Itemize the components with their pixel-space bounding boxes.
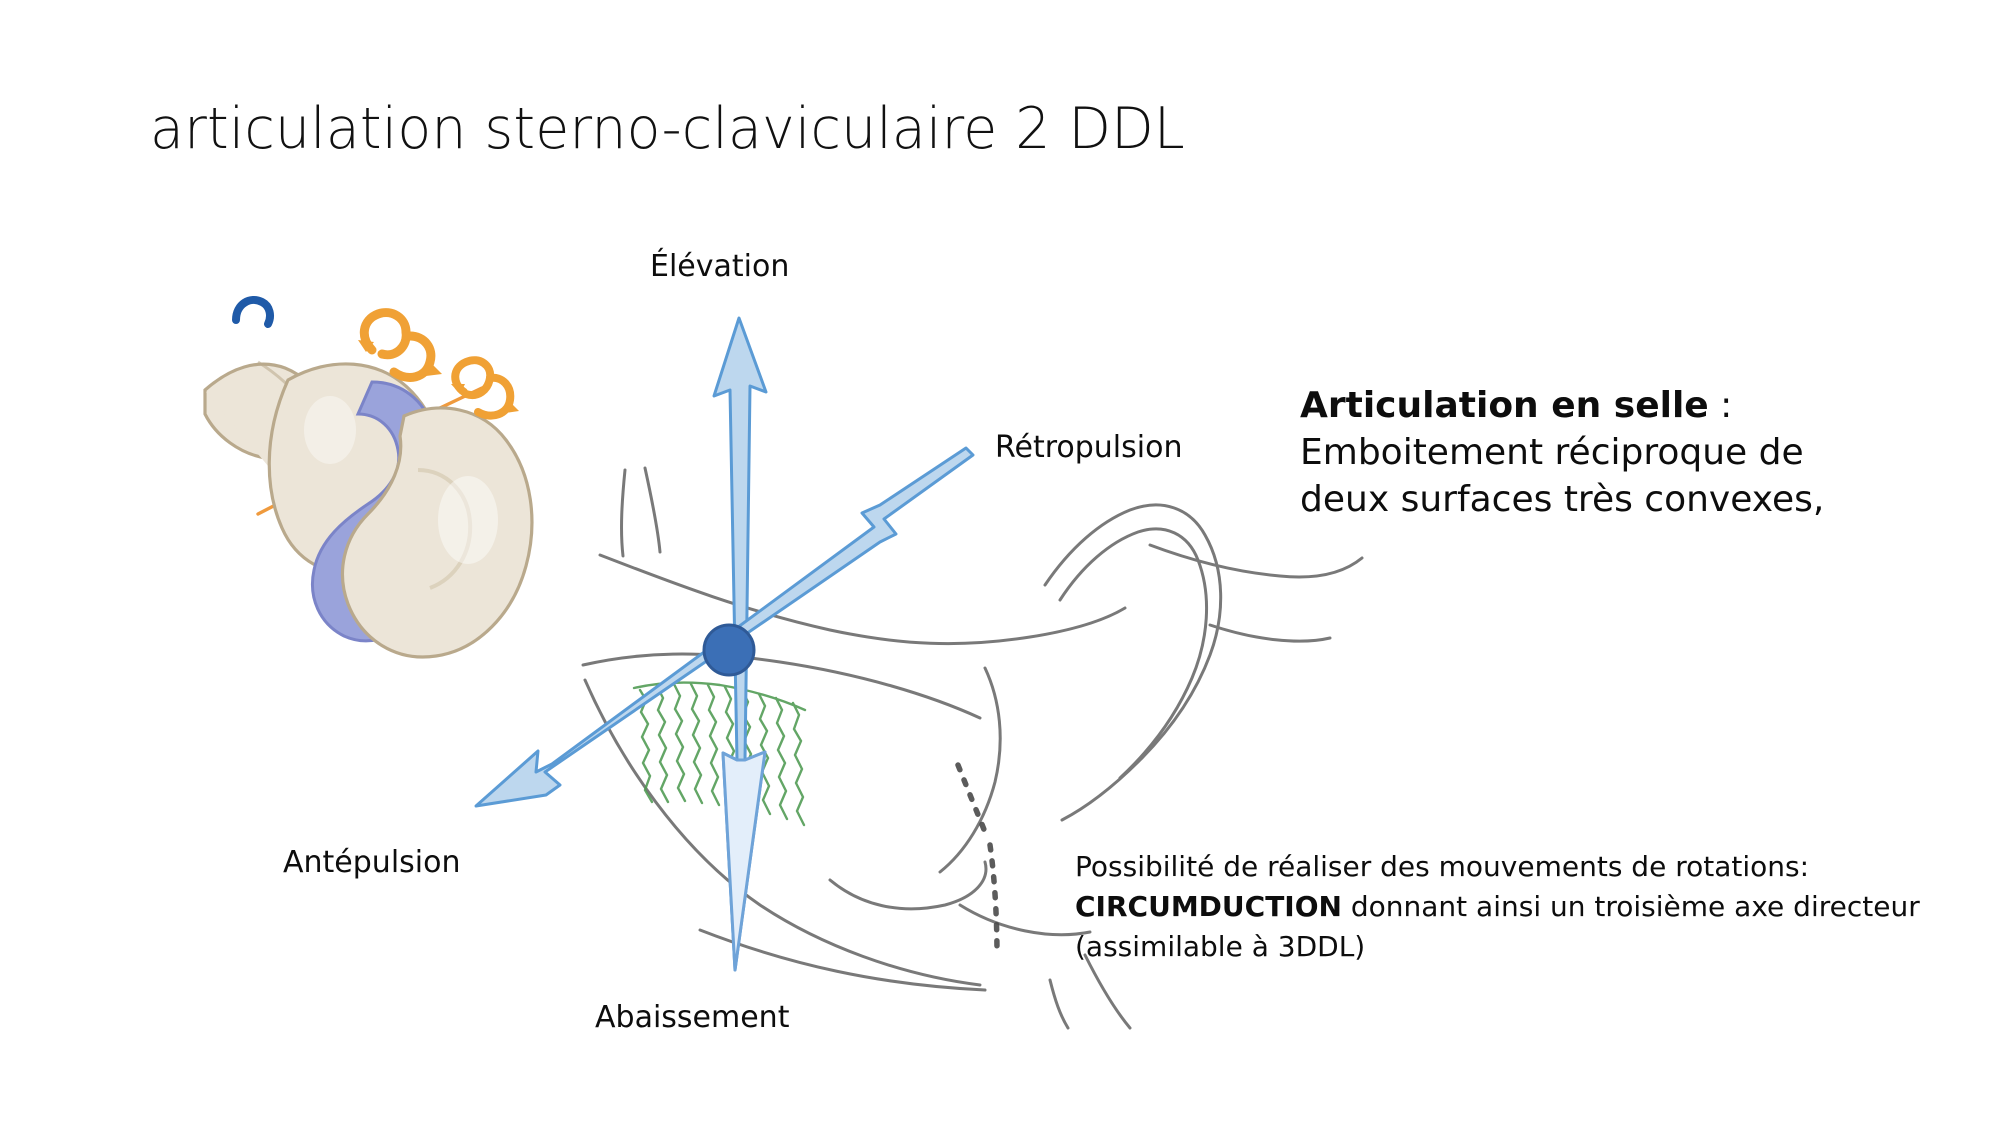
rotation-note-line2: CIRCUMDUCTION donnant ainsi un troisième… [1075, 887, 2000, 927]
rotation-note-line2-rest: donnant ainsi un troisième axe directeur [1341, 890, 1920, 924]
rotation-note-line1: Possibilité de réaliser des mouvements d… [1075, 850, 1810, 883]
rotation-arrow-icon [359, 308, 436, 382]
joint-center-dot [702, 623, 756, 677]
saddle-joint-heading-bold: Articulation en selle [1300, 385, 1709, 426]
label-abaissement: Abaissement [595, 1000, 790, 1035]
label-elevation: Élévation [650, 249, 790, 284]
page-title: articulation sterno-claviculaire 2 DDL [150, 96, 1185, 162]
saddle-joint-heading-colon: : [1708, 385, 1733, 426]
saddle-joint-line3: deux surfaces très convexes, [1300, 478, 1825, 520]
rotation-note-line3: (assimilable à 3DDL) [1075, 930, 1366, 964]
saddle-joint-description: Articulation en selle : Emboitement réci… [1300, 383, 1940, 523]
circumduction-term: CIRCUMDUCTION [1075, 890, 1342, 924]
label-antepulsion: Antépulsion [283, 845, 461, 880]
rotation-note: Possibilité de réaliser des mouvements d… [1075, 847, 2000, 967]
saddle-joint-heading-line: Articulation en selle : [1300, 383, 1940, 430]
rotation-arrow-icon [451, 356, 515, 420]
saddle-joint-line2: Emboitement réciproque de [1300, 431, 1804, 473]
diagonal-axis-arrow [474, 446, 975, 808]
curved-arc-icon [232, 296, 274, 328]
label-retropulsion: Rétropulsion [995, 430, 1183, 465]
